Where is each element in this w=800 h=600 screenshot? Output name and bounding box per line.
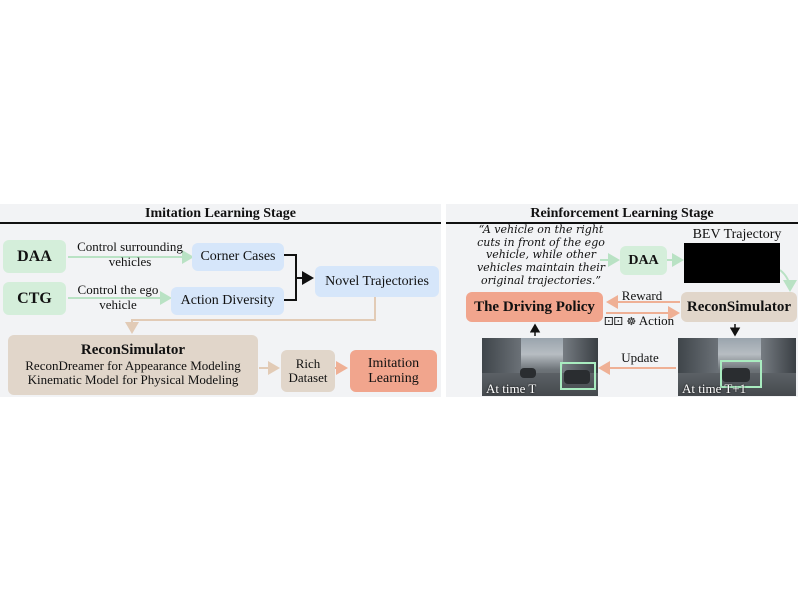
action-diversity-label: Action Diversity [180,293,275,309]
action-label-group: ⚀⚀ ☸ Action [604,313,684,329]
il-daa-node: DAA [3,240,66,273]
novel-trajectories-node: Novel Trajectories [315,266,439,297]
rl-daa-label: DAA [628,252,659,268]
pedestrian-icon: ⚀⚀ [604,316,624,328]
scene-photo-time-t-plus-1: At time T+1 [678,338,796,396]
corner-cases-label: Corner Cases [200,249,276,265]
reinforcement-stage-title: Reinforcement Learning Stage [446,205,798,224]
bev-trajectory-image [684,243,780,283]
rich-dataset-node: Rich Dataset [281,350,335,392]
scene-photo-time-t: At time T [482,338,598,396]
il-recon-line1: ReconDreamer for Appearance Modeling [25,357,241,373]
rl-recon-simulator-label: ReconSimulator [686,298,792,315]
vehicle [564,370,590,384]
action-label: Action [638,313,675,328]
il-recon-simulator-node: ReconSimulator ReconDreamer for Appearan… [8,335,258,395]
building-left [482,338,522,374]
photo-left-caption: At time T [486,381,537,396]
il-recon-title: ReconSimulator [80,342,186,359]
rl-recon-simulator-node: ReconSimulator [681,292,797,322]
imitation-stage-title: Imitation Learning Stage [0,205,441,224]
rich-dataset-label: Rich Dataset [288,355,328,385]
imitation-learning-node: Imitation Learning [350,350,437,392]
driving-policy-label: The Driving Policy [474,298,595,315]
road-surface [678,372,796,396]
il-ctg-label: CTG [17,289,52,307]
novel-trajectories-label: Novel Trajectories [325,273,429,289]
update-label: Update [621,350,659,365]
highlight-box [720,360,762,388]
corner-cases-node: Corner Cases [192,243,284,271]
steering-wheel-icon: ☸ [626,316,637,328]
building-left [678,338,719,374]
action-diversity-node: Action Diversity [171,287,284,315]
reward-label: Reward [621,288,663,303]
imitation-learning-label: Imitation Learning [367,355,420,386]
daa-edge-label: Control surrounding vehicles [77,239,183,269]
building-right [563,338,598,376]
photo-right-caption: At time T+1 [682,381,747,396]
highlight-box [560,362,596,390]
vehicle [520,368,536,378]
bev-trajectory-label: BEV Trajectory [692,227,782,242]
ctg-edge-label: Control the ego vehicle [77,282,159,312]
scenario-description: “A vehicle on the right cuts in front of… [476,223,606,287]
il-daa-label: DAA [17,247,52,265]
il-recon-line2: Kinematic Model for Physical Modeling [27,372,239,388]
driving-policy-node: The Driving Policy [466,292,603,322]
vehicle [722,368,750,382]
building-right [760,338,796,376]
il-ctg-node: CTG [3,282,66,315]
rl-daa-node: DAA [620,246,667,275]
